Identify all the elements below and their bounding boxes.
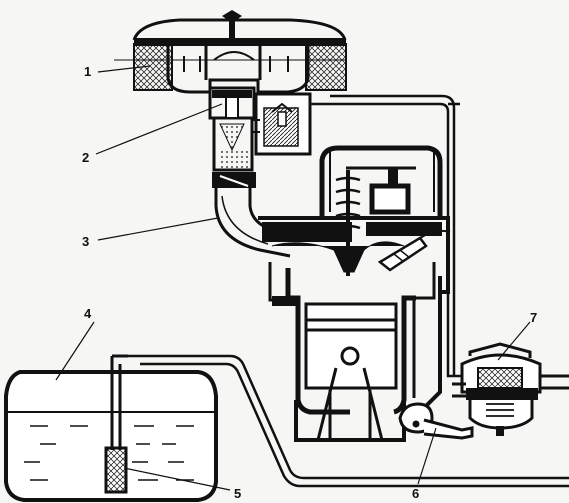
engine (258, 145, 451, 442)
leader-lines (55, 65, 531, 491)
callout-labels: 1 2 3 4 5 6 7 (82, 64, 537, 501)
fuel-lines (128, 94, 569, 488)
callout-3: 3 (82, 234, 89, 249)
fuel-tank (4, 354, 218, 502)
camshaft-lever (398, 402, 474, 440)
pump-lever (423, 418, 474, 440)
pump-diaphragm (466, 388, 538, 400)
callout-6: 6 (412, 486, 419, 501)
callout-5: 5 (234, 486, 241, 501)
leader-4 (55, 321, 95, 381)
carburettor (208, 86, 312, 188)
air-filter (114, 10, 347, 94)
leader-7 (497, 321, 531, 361)
gudgeon-pin (340, 346, 360, 366)
rocker-shaft (369, 183, 411, 215)
leader-2 (95, 103, 223, 155)
wing-nut (222, 10, 242, 20)
leader-5 (123, 467, 231, 491)
callout-1: 1 (84, 64, 91, 79)
spark-plug (377, 236, 428, 272)
filter-element-right (305, 43, 347, 91)
air-filter-lid (134, 38, 346, 46)
leader-6 (417, 427, 437, 485)
rocker-cover (319, 145, 443, 218)
leader-1 (97, 65, 151, 73)
callout-2: 2 (82, 150, 89, 165)
callout-4: 4 (84, 306, 92, 321)
leader-3 (97, 217, 219, 241)
fuel-pump (452, 342, 569, 436)
piston (304, 302, 398, 390)
callout-7: 7 (530, 310, 537, 325)
tank-strainer (104, 446, 128, 494)
